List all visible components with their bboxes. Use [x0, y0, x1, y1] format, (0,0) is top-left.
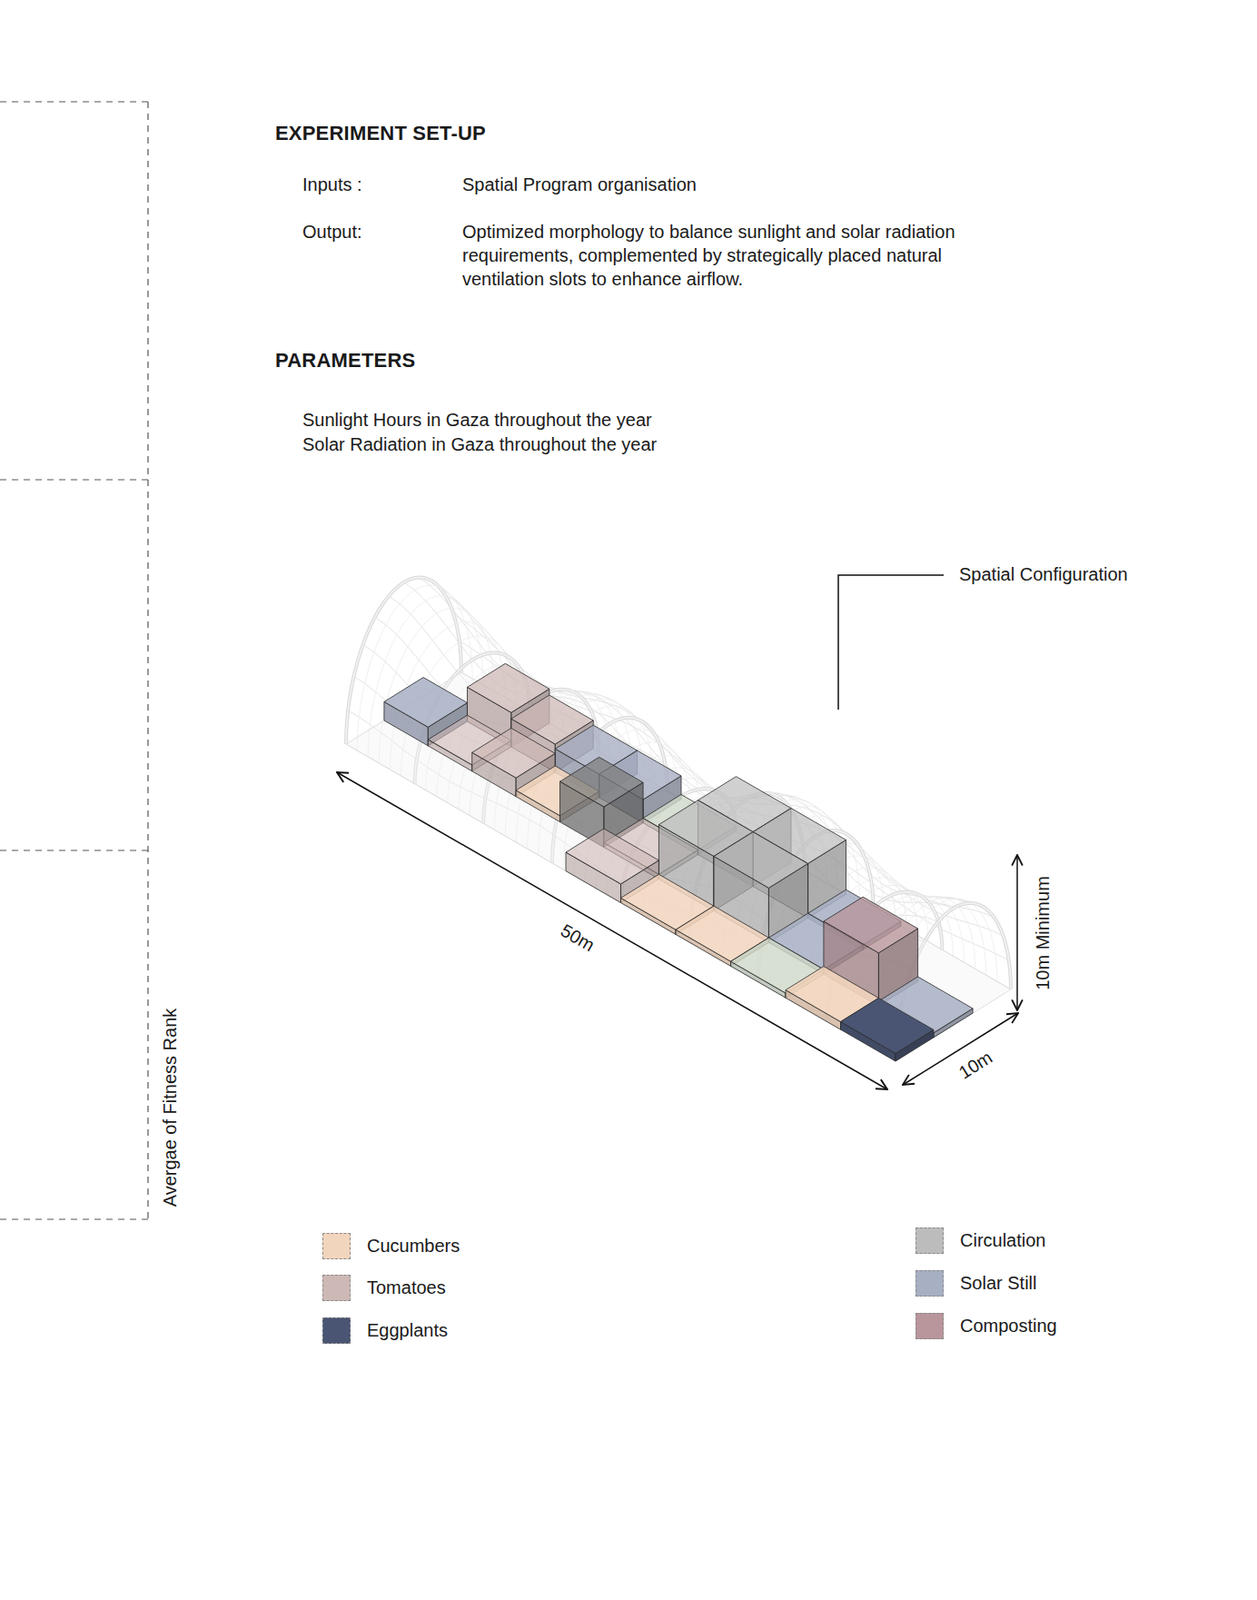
greenhouse-drawing: [346, 576, 1011, 1061]
legend-entry: Solar Still: [915, 1269, 1037, 1297]
box-top: [823, 896, 919, 953]
legend-label: Composting: [960, 1315, 1058, 1337]
parameter: Solar Radiation in Gaza throughout the y…: [302, 432, 657, 456]
field-value: Spatial Program organisation: [462, 172, 697, 197]
legend-swatch: [322, 1274, 351, 1301]
legend-label: Eggplants: [366, 1319, 448, 1341]
legend-entry: Cucumbers: [322, 1232, 460, 1259]
box-top: [565, 828, 659, 884]
legend-label: Circulation: [960, 1229, 1046, 1251]
legend-swatch: [322, 1232, 351, 1259]
legend-swatch: [915, 1269, 944, 1297]
heading: PARAMETERS: [275, 348, 416, 373]
legend-entry: Tomatoes: [322, 1274, 446, 1301]
dimension-arrows: [336, 772, 1019, 1089]
legend-label: Cucumbers: [366, 1235, 460, 1257]
footprint: [346, 672, 1011, 1061]
box-top: [713, 831, 809, 889]
parameter: Sunlight Hours in Gaza throughout the ye…: [302, 407, 653, 432]
legend-swatch: [322, 1316, 351, 1344]
callout-label: Spatial Configuration: [959, 562, 1129, 586]
legend-entry: Composting: [915, 1312, 1058, 1339]
legend-label: Solar Still: [960, 1272, 1037, 1294]
legend-swatch: [915, 1312, 944, 1339]
glazing-line: [459, 640, 1010, 961]
legend-entry: Eggplants: [322, 1316, 448, 1344]
heading: EXPERIMENT SET-UP: [275, 121, 486, 146]
box-top: [384, 677, 468, 728]
field-value: Optimized morphology to balance sunlight…: [462, 219, 1019, 291]
box-top: [560, 756, 644, 807]
box-top: [841, 997, 934, 1053]
dimension-label: 50m: [554, 917, 602, 959]
leader-line: [838, 574, 944, 710]
box-top: [472, 727, 556, 778]
axis-label: Avergae of Fitness Rank: [158, 1005, 182, 1210]
dashed-frame: [0, 101, 149, 1219]
program-box: [841, 997, 934, 1061]
glazing-line: [388, 595, 939, 921]
field-label: Inputs :: [302, 172, 363, 197]
field-label: Output:: [302, 219, 363, 244]
legend-label: Tomatoes: [366, 1276, 446, 1298]
dimension-label: 10m Minimum: [1030, 872, 1055, 993]
legend-swatch: [915, 1227, 944, 1254]
legend-entry: Circulation: [915, 1227, 1046, 1254]
